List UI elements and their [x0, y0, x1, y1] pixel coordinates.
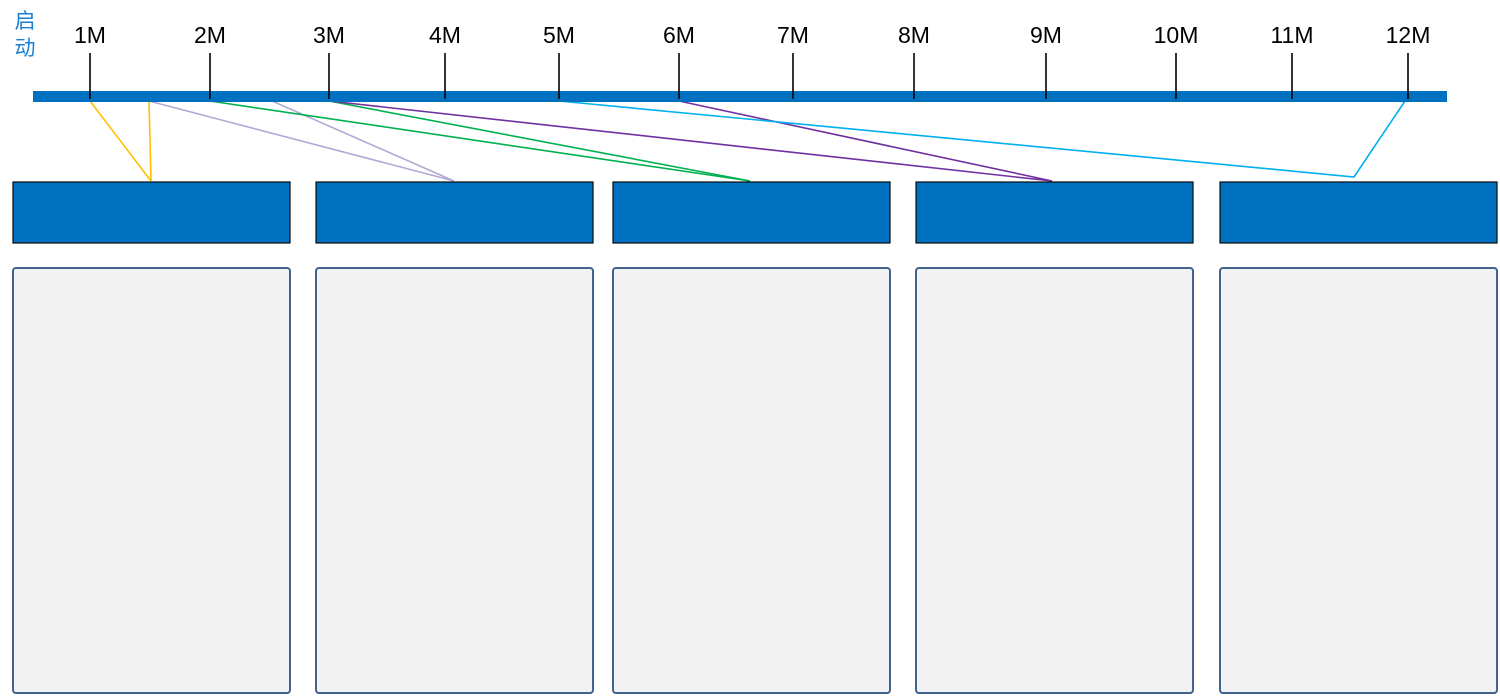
phase-header-5: [1219, 181, 1498, 244]
milestone-label-11: 11M: [1270, 22, 1313, 48]
phase-header-2: [315, 181, 594, 244]
phase-header-1: [12, 181, 291, 244]
milestone-label-6: 6M: [663, 22, 695, 48]
milestone-ticks: 1M 2M 3M 4M 5M 6M 7M 8M 9M 10M 11M 12M: [74, 22, 1430, 99]
phase-panels: [12, 267, 1498, 694]
milestone-label-1: 1M: [74, 22, 106, 48]
phase-panel-1: [12, 267, 291, 694]
connector-lines: [89, 100, 1406, 182]
milestone-label-12: 12M: [1386, 22, 1431, 48]
connector-line-3: [148, 100, 455, 182]
connector-line-1: [89, 100, 152, 182]
phase-panel-4: [915, 267, 1194, 694]
connector-line-8: [678, 100, 1053, 182]
milestone-label-9: 9M: [1030, 22, 1062, 48]
milestone-label-4: 4M: [429, 22, 461, 48]
milestone-label-5: 5M: [543, 22, 575, 48]
phase-panel-5: [1219, 267, 1498, 694]
milestone-label-3: 3M: [313, 22, 345, 48]
milestone-label-10: 10M: [1154, 22, 1199, 48]
connector-line-2: [148, 100, 152, 182]
timeline-bar: [33, 91, 1447, 102]
connector-line-5: [209, 100, 751, 182]
phase-header-4: [915, 181, 1194, 244]
phase-panel-2: [315, 267, 594, 694]
phase-headers: [12, 181, 1498, 244]
connector-line-6: [328, 100, 751, 182]
milestone-label-7: 7M: [777, 22, 809, 48]
milestone-label-8: 8M: [898, 22, 930, 48]
phase-header-3: [612, 181, 891, 244]
milestone-label-2: 2M: [194, 22, 226, 48]
connector-line-9: [558, 100, 1406, 178]
phase-panel-3: [612, 267, 891, 694]
timeline-start-label: 启 动: [14, 9, 36, 60]
connector-line-7: [328, 100, 1053, 182]
